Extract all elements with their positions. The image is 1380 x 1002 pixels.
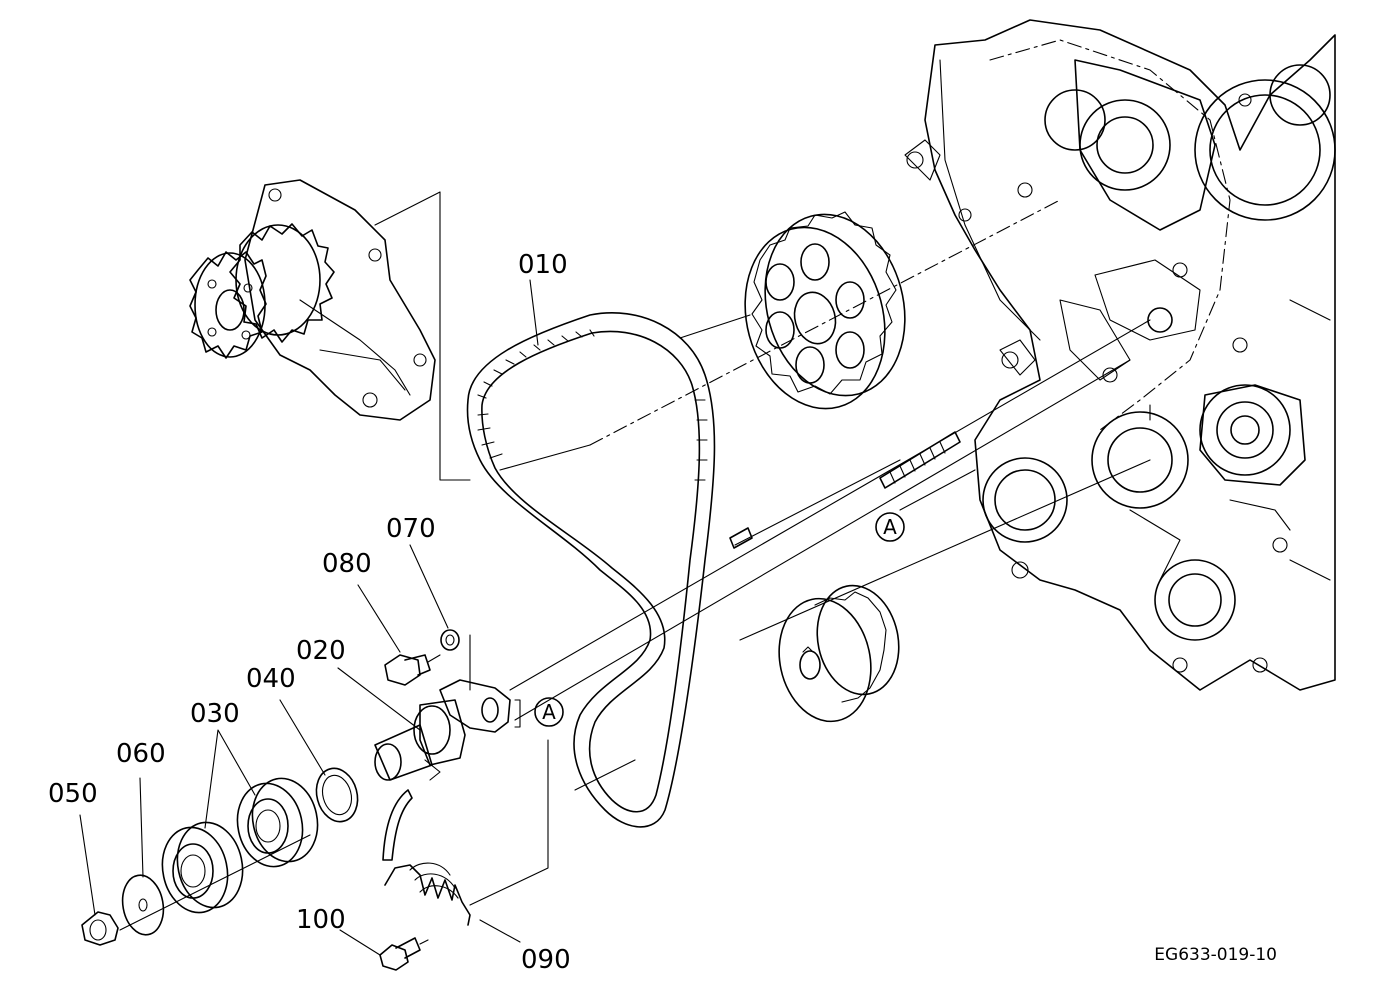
bearing-large [236, 777, 319, 868]
callout-010: 010 [518, 250, 568, 280]
callout-020: 020 [296, 636, 346, 666]
camshaft-pulley [589, 199, 1061, 446]
retaining-ring [315, 767, 359, 823]
gear-case-housing [904, 19, 1336, 691]
bolt-100 [379, 937, 429, 971]
leader-lines [79, 544, 521, 956]
callout-040: 040 [246, 664, 296, 694]
tension-spring [382, 739, 549, 926]
reference-mark-a-upper: A [875, 512, 905, 542]
crank-pulley [778, 584, 900, 723]
callout-100: 100 [296, 905, 346, 935]
callout-050: 050 [48, 779, 98, 809]
svg-text:A: A [542, 700, 556, 724]
drawing-code: EG633-019-10 [1154, 945, 1277, 965]
callout-070: 070 [386, 514, 436, 544]
washer-070 [440, 629, 460, 651]
tensioner-assembly [374, 634, 521, 781]
bolt-080 [384, 654, 441, 686]
water-pump-assembly [189, 179, 471, 481]
callout-080: 080 [322, 549, 372, 579]
reference-mark-a-lower: A [534, 697, 564, 727]
timing-belt [466, 279, 716, 828]
bearing-small [161, 821, 244, 914]
callout-060: 060 [116, 739, 166, 769]
callout-090: 090 [521, 945, 571, 975]
assembly-axis-lines [509, 319, 1151, 721]
svg-text:A: A [883, 515, 897, 539]
flange-nut [81, 834, 311, 946]
thrust-washer [121, 874, 165, 936]
callout-030: 030 [190, 699, 240, 729]
